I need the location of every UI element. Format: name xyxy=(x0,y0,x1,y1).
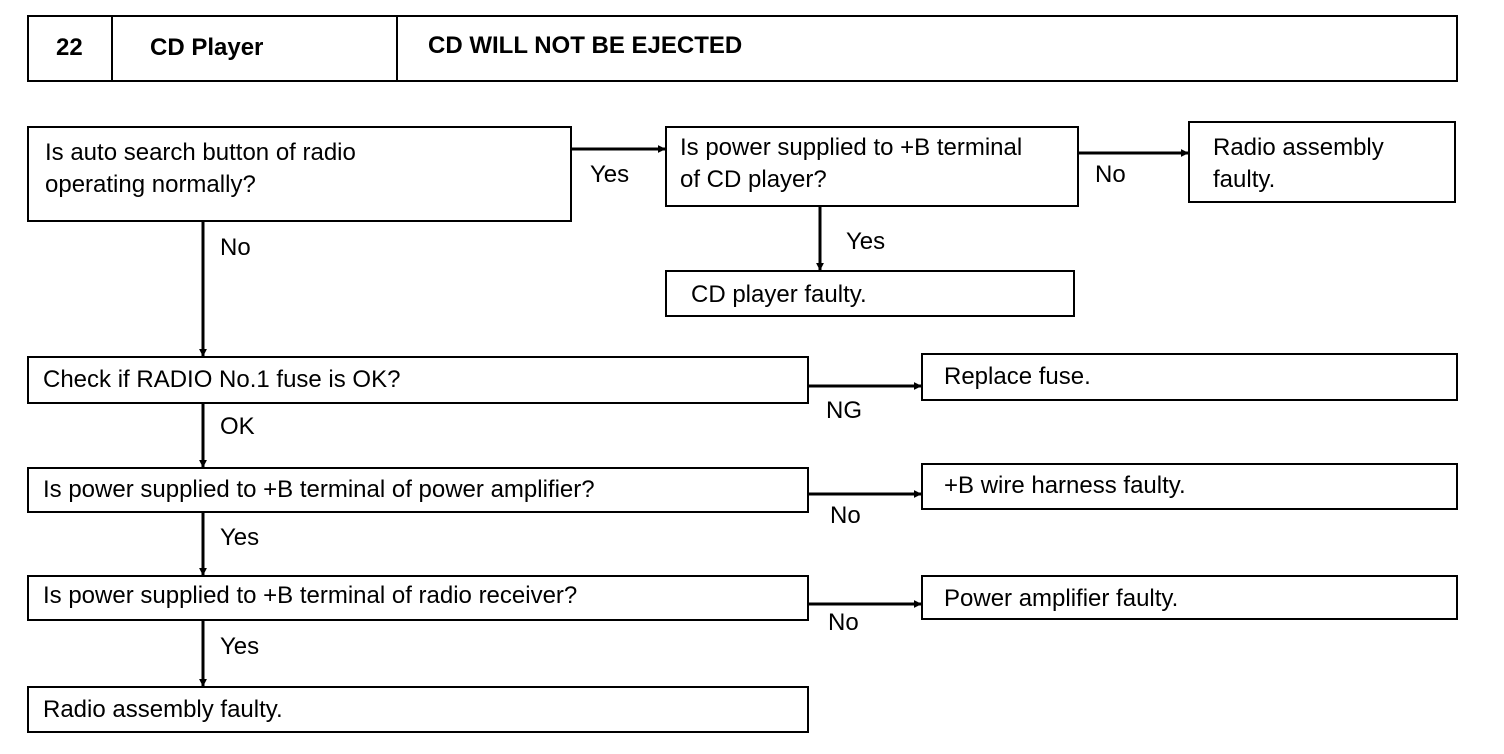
decision-fuse xyxy=(27,356,809,404)
section-number: 22 xyxy=(56,34,83,61)
header-divider xyxy=(396,15,398,82)
result-radio-faulty-top-line2: faulty. xyxy=(1213,166,1276,193)
result-wire-faulty-text: +B wire harness faulty. xyxy=(944,472,1186,499)
result-radio-faulty-top xyxy=(1188,121,1456,203)
result-replace-fuse xyxy=(921,353,1458,401)
page-title: CD WILL NOT BE EJECTED xyxy=(428,32,743,59)
result-amp-faulty xyxy=(921,575,1458,620)
edge-label-amp-yes: Yes xyxy=(220,524,260,551)
result-radio-faulty-top-line1: Radio assembly xyxy=(1213,134,1384,161)
header-divider xyxy=(111,15,113,82)
edge-label-auto-yes: Yes xyxy=(590,161,630,188)
decision-auto-search-line1: Is auto search button of radio xyxy=(45,139,356,166)
edge-label-receiver-no: No xyxy=(828,609,859,636)
section-name: CD Player xyxy=(150,34,264,61)
decision-cd-power-line2: of CD player? xyxy=(680,166,827,193)
edge-label-fuse-ng: NG xyxy=(826,397,862,424)
edge-label-cd-power-yes: Yes xyxy=(846,228,886,255)
header-bar xyxy=(27,15,1458,82)
decision-cd-power xyxy=(665,126,1079,207)
decision-auto-search xyxy=(27,126,572,222)
result-wire-faulty xyxy=(921,463,1458,510)
edge-label-amp-no: No xyxy=(830,502,861,529)
decision-fuse-text: Check if RADIO No.1 fuse is OK? xyxy=(43,366,401,393)
decision-cd-power-line1: Is power supplied to +B terminal xyxy=(680,134,1023,161)
result-replace-fuse-text: Replace fuse. xyxy=(944,363,1091,390)
decision-receiver-power-text: Is power supplied to +B terminal of radi… xyxy=(43,582,578,609)
result-cd-faulty-text: CD player faulty. xyxy=(691,281,867,308)
decision-auto-search-line2: operating normally? xyxy=(45,171,256,198)
edge-label-auto-no: No xyxy=(220,234,251,261)
edge-label-fuse-ok: OK xyxy=(220,413,255,440)
result-cd-faulty xyxy=(665,270,1075,317)
edge-label-cd-power-no: No xyxy=(1095,161,1126,188)
decision-amp-power-text: Is power supplied to +B terminal of powe… xyxy=(43,476,595,503)
result-radio-faulty-bottom xyxy=(27,686,809,733)
edge-label-receiver-yes: Yes xyxy=(220,633,260,660)
decision-receiver-power xyxy=(27,575,809,621)
result-radio-faulty-bottom-text: Radio assembly faulty. xyxy=(43,696,283,723)
result-amp-faulty-text: Power amplifier faulty. xyxy=(944,585,1179,612)
decision-amp-power xyxy=(27,467,809,513)
